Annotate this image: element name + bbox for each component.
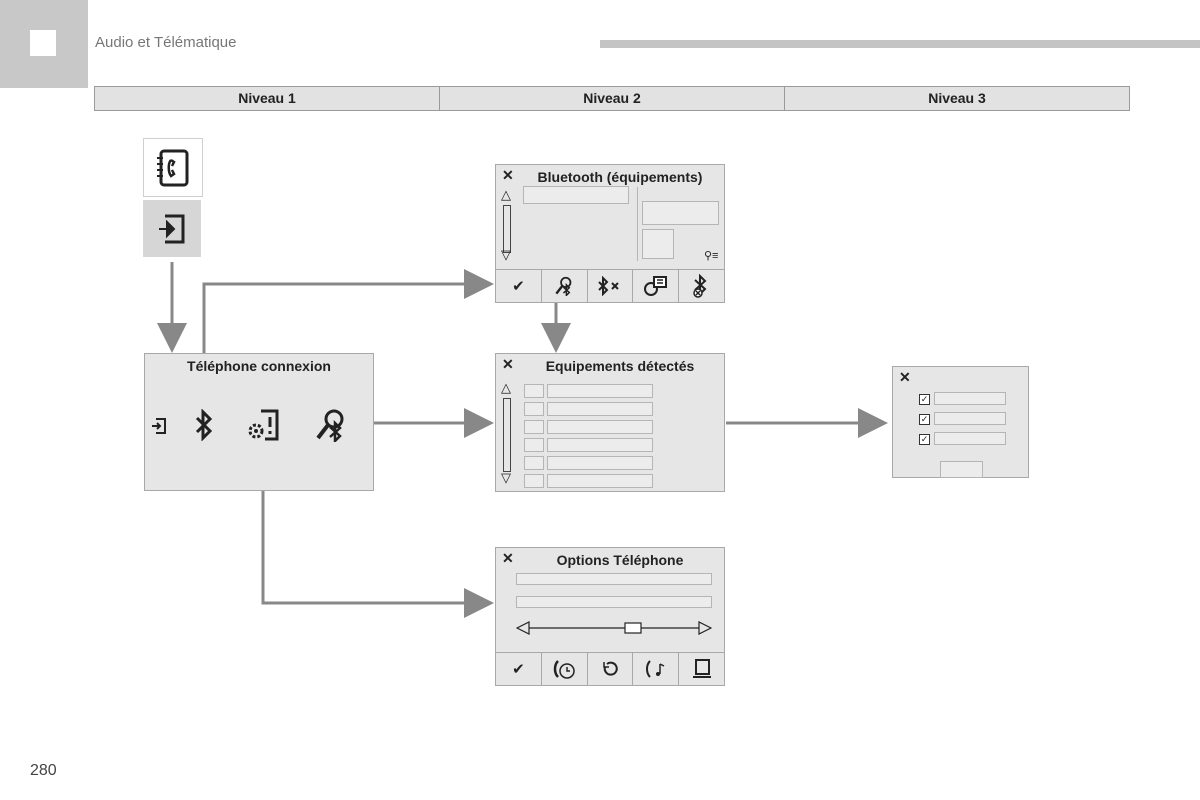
device-info-field xyxy=(642,201,719,225)
panel-title: Téléphone connexion xyxy=(187,358,331,374)
connect-icon[interactable] xyxy=(143,200,201,257)
refresh-icon[interactable] xyxy=(588,653,634,685)
device-image-field xyxy=(642,229,674,259)
options-telephone-panel: ✕ Options Téléphone ✔ xyxy=(495,547,725,686)
bluetooth-disconnect-icon[interactable] xyxy=(588,270,634,302)
option-field[interactable] xyxy=(516,596,712,608)
list-item[interactable] xyxy=(547,438,653,452)
option-field xyxy=(934,392,1006,405)
telephone-connexion-panel: Téléphone connexion xyxy=(144,353,374,491)
list-item-icon[interactable] xyxy=(524,438,544,452)
device-list-field[interactable] xyxy=(523,186,629,204)
checkbox-icon[interactable]: ✓ xyxy=(919,414,930,425)
phone-directory-icon[interactable] xyxy=(143,138,203,197)
check-icon[interactable]: ✔ xyxy=(496,653,542,685)
list-item-icon[interactable] xyxy=(524,474,544,488)
header-rule xyxy=(600,40,1200,48)
close-icon[interactable]: ✕ xyxy=(502,167,514,183)
panel-title: Bluetooth (équipements) xyxy=(537,169,703,185)
panel-title: Options Téléphone xyxy=(556,552,684,568)
options-toolbar: ✔ xyxy=(496,652,724,685)
list-item-icon[interactable] xyxy=(524,384,544,398)
level3-panel: ✕ ✓ ✓ ✓ xyxy=(892,366,1029,478)
scroll-down-icon[interactable]: ▽ xyxy=(501,470,511,485)
scroll-up-icon[interactable]: △ xyxy=(501,380,511,395)
bluetooth-icon[interactable] xyxy=(189,408,219,442)
levels-header: Niveau 1 Niveau 2 Niveau 3 xyxy=(94,86,1130,111)
directory-icon[interactable] xyxy=(679,653,724,685)
scroll-down-icon[interactable]: ▽ xyxy=(501,247,511,262)
list-item-icon[interactable] xyxy=(524,402,544,416)
phone-settings-icon[interactable] xyxy=(243,406,283,444)
close-icon[interactable]: ✕ xyxy=(899,369,911,385)
checkbox-icon[interactable]: ✓ xyxy=(919,434,930,445)
list-item[interactable] xyxy=(547,474,653,488)
level-1-label: Niveau 1 xyxy=(95,87,440,110)
equipements-detectes-panel: ✕ Equipements détectés △ ▽ xyxy=(495,353,725,492)
close-icon[interactable]: ✕ xyxy=(502,550,514,566)
page-number: 280 xyxy=(30,762,57,779)
confirm-button[interactable] xyxy=(940,461,983,478)
panel-title: Equipements détectés xyxy=(545,358,695,374)
scrollbar[interactable] xyxy=(503,398,511,472)
connect-small-icon[interactable] xyxy=(149,414,169,438)
list-item[interactable] xyxy=(547,456,653,470)
close-icon[interactable]: ✕ xyxy=(502,356,514,372)
details-icon[interactable]: ⚲≡ xyxy=(704,250,719,262)
list-item-icon[interactable] xyxy=(524,420,544,434)
option-field[interactable] xyxy=(516,573,712,585)
list-item[interactable] xyxy=(547,384,653,398)
level-3-label: Niveau 3 xyxy=(928,90,986,106)
level-2-label: Niveau 2 xyxy=(440,87,785,110)
divider xyxy=(637,187,638,261)
option-field xyxy=(934,412,1006,425)
bluetooth-delete-icon[interactable] xyxy=(679,270,724,302)
device-profile-icon[interactable] xyxy=(633,270,680,302)
check-icon[interactable]: ✔ xyxy=(496,270,542,302)
call-history-icon[interactable] xyxy=(542,653,588,685)
bluetooth-equipements-panel: ✕ Bluetooth (équipements) △ ▽ ⚲≡ ✔ xyxy=(495,164,725,303)
list-item[interactable] xyxy=(547,402,653,416)
section-title: Audio et Télématique xyxy=(95,34,237,51)
ringtone-icon[interactable] xyxy=(633,653,680,685)
corner-tab xyxy=(0,0,88,88)
search-bluetooth-icon[interactable] xyxy=(542,270,588,302)
search-bluetooth-icon[interactable] xyxy=(313,406,349,444)
scroll-up-icon[interactable]: △ xyxy=(501,187,511,202)
scrollbar[interactable] xyxy=(503,205,511,253)
list-item-icon[interactable] xyxy=(524,456,544,470)
volume-slider[interactable] xyxy=(515,620,713,636)
bluetooth-toolbar: ✔ xyxy=(496,269,724,302)
option-field xyxy=(934,432,1006,445)
checkbox-icon[interactable]: ✓ xyxy=(919,394,930,405)
list-item[interactable] xyxy=(547,420,653,434)
